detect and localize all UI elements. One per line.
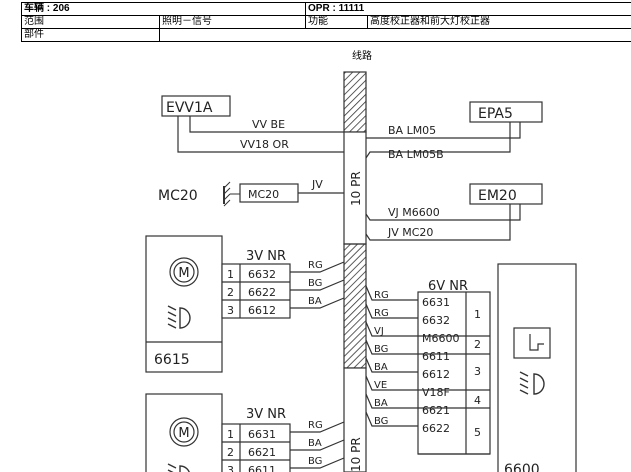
wire-jv: JV — [311, 178, 323, 191]
connector-3v-wire: 6632 — [248, 268, 276, 281]
epa5-label: EPA5 — [478, 106, 513, 122]
connector-6v-wire: 6621 — [422, 404, 450, 417]
mc20-box-label: MC20 — [248, 188, 279, 201]
em20-box — [469, 183, 543, 205]
connector-3v-wire: 6631 — [248, 428, 276, 441]
connector-6v-color: BG — [374, 344, 388, 355]
harness-bundle-lower — [343, 243, 367, 369]
vehicle-label: 车辆 — [24, 3, 44, 15]
connector-6v-color: BA — [374, 398, 388, 409]
connector-3v-pin: 2 — [227, 446, 234, 459]
connector-6v-color: RG — [374, 290, 389, 301]
connector-6v-pin: 1 — [474, 308, 481, 321]
connector-6v-pin: 4 — [474, 394, 481, 407]
connector-3v-wire: 6611 — [248, 464, 276, 472]
connector-3v-pin: 3 — [227, 464, 234, 472]
connector-3v-color: BA — [308, 296, 322, 307]
wire-jv-mc20: JV MC20 — [387, 226, 433, 239]
vehicle-value: : 206 — [46, 3, 70, 15]
connector-6v-wire: V18F — [422, 386, 450, 399]
connector-3v-body-2 — [221, 423, 291, 472]
connector-6v-wire: 6632 — [422, 314, 450, 327]
connector-3v-color: BG — [308, 456, 322, 467]
connector-6v-color: BA — [374, 362, 388, 373]
wire-ba-lm05b: BA LM05B — [388, 148, 444, 161]
switch-box-6600 — [497, 263, 577, 472]
wire-vv-be: VV BE — [252, 118, 285, 131]
ground-icon — [223, 181, 240, 207]
connector-6v-label: 6V NR — [428, 279, 468, 294]
connector-6v-color: BG — [374, 416, 388, 427]
wire-vj-m6600: VJ M6600 — [388, 206, 440, 219]
connector-6v-pin: 3 — [474, 365, 481, 378]
motor-id-6615: 6615 — [154, 352, 190, 368]
connector-6v-pin: 5 — [474, 426, 481, 439]
connector-6v-wire: M6600 — [422, 332, 460, 345]
opr-label: OPR : 11111 — [308, 3, 365, 15]
connector-6v-wire: 6611 — [422, 350, 450, 363]
motor-glyph-1: M — [178, 266, 189, 281]
connector-3v-color: BA — [308, 438, 322, 449]
wire-vv18-or: VV18 OR — [240, 138, 289, 151]
harness-bundle-bottom — [343, 367, 367, 472]
motor-box-6615 — [145, 235, 223, 373]
connector-6v-wire: 6612 — [422, 368, 450, 381]
evv1a-box — [161, 95, 231, 117]
mc20-box — [239, 183, 299, 203]
epa5-box — [469, 101, 543, 123]
connector-3v-color: RG — [308, 420, 323, 431]
motor-glyph-2: M — [178, 426, 189, 441]
connector-6v-body — [417, 291, 491, 455]
switch-id-6600: 6600 — [504, 462, 540, 472]
connector-3v-label-2: 3V NR — [246, 407, 286, 422]
connector-6v-wire: 6622 — [422, 422, 450, 435]
connector-3v-pin: 1 — [227, 428, 234, 441]
connector-3v-label-1: 3V NR — [246, 249, 286, 264]
bundle-label-bottom: 10 PR — [349, 437, 363, 472]
connector-3v-body-1 — [221, 263, 291, 319]
connector-3v-pin: 2 — [227, 286, 234, 299]
connector-6v-color: VE — [374, 380, 387, 391]
mc20-label: MC20 — [158, 188, 198, 204]
connector-6v-wire: 6631 — [422, 296, 450, 309]
header-table: 车辆 : 206 OPR : 11111 范围 照明－信号 功能 高度校正器和前… — [20, 2, 631, 42]
em20-label: EM20 — [478, 188, 517, 204]
connector-6v-color: RG — [374, 308, 389, 319]
headlamp-icon — [167, 305, 545, 472]
connector-3v-wire: 6621 — [248, 446, 276, 459]
connector-3v-pin: 1 — [227, 268, 234, 281]
evv1a-label: EVV1A — [166, 100, 213, 116]
diagram-caption: 线路 — [352, 51, 372, 62]
connector-3v-pin: 3 — [227, 304, 234, 317]
connector-3v-wire: 6622 — [248, 286, 276, 299]
bundle-label-top: 10 PR — [349, 171, 363, 206]
connector-3v-color: RG — [308, 260, 323, 271]
connector-3v-wire: 6612 — [248, 304, 276, 317]
part-label: 部件 — [21, 28, 160, 42]
wire-ba-lm05: BA LM05 — [388, 124, 436, 137]
connector-6v-pin: 2 — [474, 338, 481, 351]
connector-3v-color: BG — [308, 278, 322, 289]
harness-bundle-top — [343, 71, 367, 133]
connector-6v-color: VJ — [374, 326, 384, 337]
